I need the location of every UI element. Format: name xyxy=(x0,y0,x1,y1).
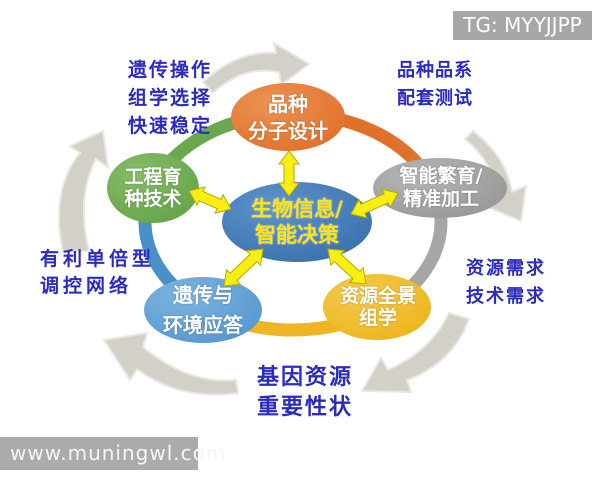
node-ellipse-variety xyxy=(231,83,345,151)
cycle-arrow-left xyxy=(58,129,110,254)
engineering-node-line2: 种技术 xyxy=(124,188,182,210)
annotation-top-left: 遗传操作 组学选择 快速稳定 xyxy=(128,56,212,140)
center-node-line1: 生物信息/ xyxy=(251,197,343,221)
environment-node-line2: 环境应答 xyxy=(163,313,243,337)
variety-node-line2: 分子设计 xyxy=(248,119,328,143)
tg-badge: TG: MYYJJPP xyxy=(453,11,592,40)
link-arrow-environment xyxy=(223,248,264,287)
annotation-left: 有利单倍型 调控网络 xyxy=(40,246,155,300)
engineering-node-label: 工程育 种技术 xyxy=(124,166,181,210)
node-ellipse-environment xyxy=(144,277,262,343)
link-arrow-omics xyxy=(327,248,367,285)
annotation-top-left-line1: 遗传操作 xyxy=(128,59,213,81)
node-ellipse-center xyxy=(222,182,372,262)
center-node-line2: 智能决策 xyxy=(254,223,339,247)
annotation-bottom-line1: 基因资源 xyxy=(257,365,354,390)
cycle-arrow-bottom-left xyxy=(102,331,240,396)
annotation-right: 资源需求 技术需求 xyxy=(466,255,546,311)
node-ellipse-engineering xyxy=(107,153,199,223)
annotation-bottom: 基因资源 重要性状 xyxy=(257,363,353,423)
site-watermark: www.muningwl.com xyxy=(0,437,225,470)
breeding-node-label: 智能繁育/ 精准加工 xyxy=(400,165,483,211)
variety-node-label: 品种 分子设计 xyxy=(248,91,328,145)
annotation-top-right-line2: 配套测试 xyxy=(397,88,473,109)
annotation-top-right-line1: 品种品系 xyxy=(397,60,473,81)
environment-node-line1: 遗传与 xyxy=(173,283,233,307)
node-ellipse-breeding xyxy=(373,158,507,218)
annotation-top-left-line2: 组学选择 xyxy=(128,87,213,109)
link-arrow-engineering xyxy=(188,186,232,214)
annotation-left-line2: 调控网络 xyxy=(40,275,133,297)
annotation-left-line1: 有利单倍型 xyxy=(40,248,156,270)
breeding-node-line2: 精准加工 xyxy=(402,188,480,210)
omics-node-line1: 资源全景 xyxy=(339,285,417,307)
node-ellipse-omics xyxy=(323,274,431,340)
environment-node-label: 遗传与 环境应答 xyxy=(163,280,243,340)
annotation-right-line2: 技术需求 xyxy=(466,286,546,307)
omics-node-label: 资源全景 组学 xyxy=(340,285,416,329)
link-arrow-variety xyxy=(277,150,301,197)
annotation-right-line1: 资源需求 xyxy=(466,258,546,279)
omics-node-line2: 组学 xyxy=(358,307,398,329)
center-node-label: 生物信息/ 智能决策 xyxy=(251,196,343,248)
annotation-top-right: 品种品系 配套测试 xyxy=(397,57,473,113)
cycle-arrow-bottom-right xyxy=(360,311,471,394)
variety-node-line1: 品种 xyxy=(268,92,308,116)
engineering-node-line1: 工程育 xyxy=(124,166,182,188)
annotation-top-left-line3: 快速稳定 xyxy=(128,115,213,137)
link-arrow-breeding xyxy=(350,188,399,219)
annotation-bottom-line2: 重要性状 xyxy=(257,395,354,420)
breeding-node-line1: 智能繁育/ xyxy=(399,165,483,187)
cycle-arrow-top xyxy=(201,40,311,95)
